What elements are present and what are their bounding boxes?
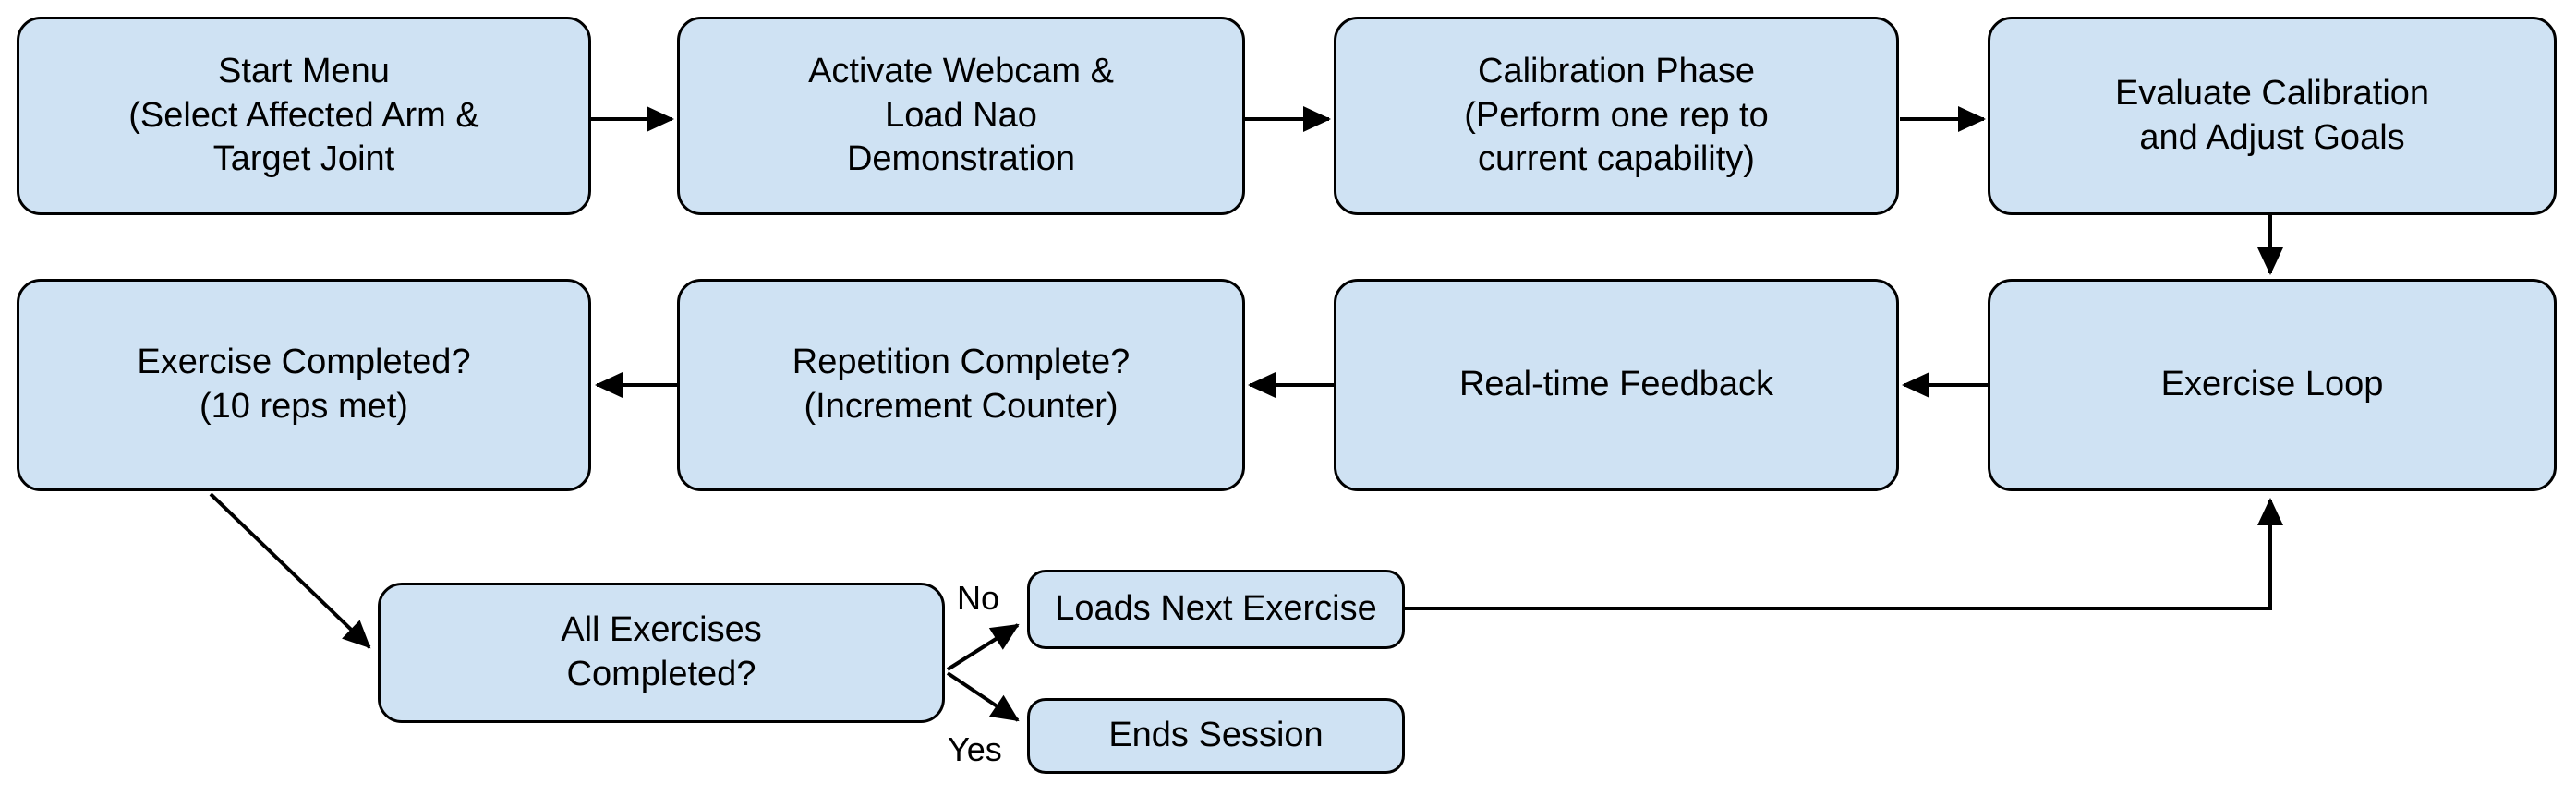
arrow-completed-to-allexercises-icon — [209, 492, 371, 649]
node-activate-webcam-label: Activate Webcam & Load Nao Demonstration — [808, 51, 1114, 179]
node-exercise-completed-label: Exercise Completed? (10 reps met) — [137, 343, 471, 426]
node-exercise-completed: Exercise Completed? (10 reps met) — [17, 279, 591, 491]
node-all-exercises-completed: All Exercises Completed? — [378, 583, 945, 723]
edge-label-no: No — [957, 579, 1000, 617]
node-ends-session: Ends Session — [1027, 698, 1405, 774]
node-exercise-loop-label: Exercise Loop — [2160, 365, 2384, 404]
node-ends-session-label: Ends Session — [1108, 716, 1324, 755]
node-loads-next-exercise-label: Loads Next Exercise — [1055, 589, 1377, 629]
node-start-menu-label: Start Menu (Select Affected Arm & Target… — [128, 51, 479, 179]
node-calibration-phase: Calibration Phase (Perform one rep to cu… — [1334, 17, 1899, 215]
node-all-exercises-completed-label: All Exercises Completed? — [561, 610, 762, 693]
node-repetition-complete: Repetition Complete? (Increment Counter) — [677, 279, 1245, 491]
node-exercise-loop: Exercise Loop — [1988, 279, 2557, 491]
node-calibration-phase-label: Calibration Phase (Perform one rep to cu… — [1464, 51, 1769, 179]
node-realtime-feedback: Real-time Feedback — [1334, 279, 1899, 491]
edge-label-yes: Yes — [948, 730, 1002, 768]
node-evaluate-calibration-label: Evaluate Calibration and Adjust Goals — [2114, 73, 2430, 157]
arrow-no-branch-icon — [946, 623, 1020, 671]
node-repetition-complete-label: Repetition Complete? (Increment Counter) — [792, 343, 1131, 426]
node-loads-next-exercise: Loads Next Exercise — [1027, 570, 1405, 649]
arrow-yes-branch-icon — [946, 671, 1020, 722]
arrow-loads-to-loop-feedback-icon — [1405, 498, 2283, 610]
node-start-menu: Start Menu (Select Affected Arm & Target… — [17, 17, 591, 215]
node-realtime-feedback-label: Real-time Feedback — [1458, 365, 1774, 404]
node-evaluate-calibration: Evaluate Calibration and Adjust Goals — [1988, 17, 2557, 215]
node-activate-webcam: Activate Webcam & Load Nao Demonstration — [677, 17, 1245, 215]
